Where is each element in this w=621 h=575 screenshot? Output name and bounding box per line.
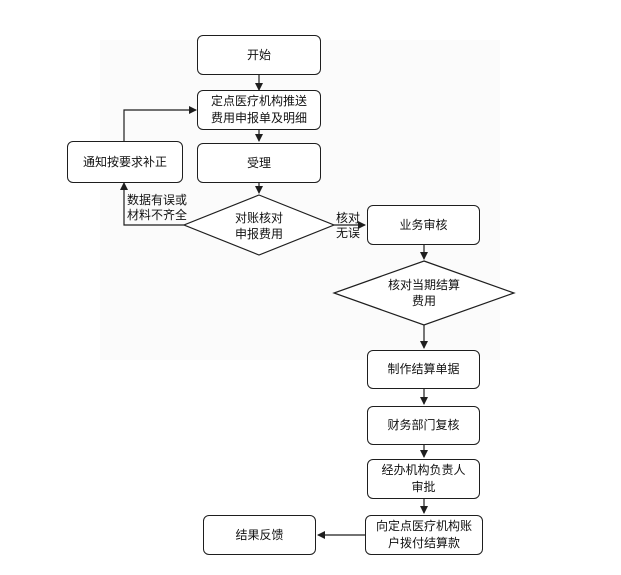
node-approve: 经办机构负责人 审批 [367, 459, 480, 499]
decision-reconcile-label: 对账核对 申报费用 [234, 211, 283, 241]
node-pay: 向定点医疗机构账 户拨付结算款 [365, 515, 483, 555]
node-make-sheet: 制作结算单据 [367, 350, 480, 389]
edge-label-error: 数据有误或 材料不齐全 [127, 193, 188, 222]
decision-reconcile-shape [182, 194, 336, 256]
node-feedback: 结果反馈 [203, 515, 316, 555]
arrow-reconcile-correct [120, 182, 184, 226]
node-correct: 通知按要求补正 [67, 141, 183, 183]
node-review: 业务审核 [367, 205, 480, 245]
node-finance: 财务部门复核 [367, 406, 480, 445]
decision-check-period-label: 核对当期结算 费用 [387, 278, 460, 308]
arrow-correct-submit [123, 106, 197, 141]
node-submit: 定点医疗机构推送 费用申报单及明细 [197, 90, 321, 130]
edge-label-ok: 核对 无误 [336, 211, 361, 240]
node-accept: 受理 [197, 143, 321, 183]
node-start: 开始 [197, 35, 321, 75]
